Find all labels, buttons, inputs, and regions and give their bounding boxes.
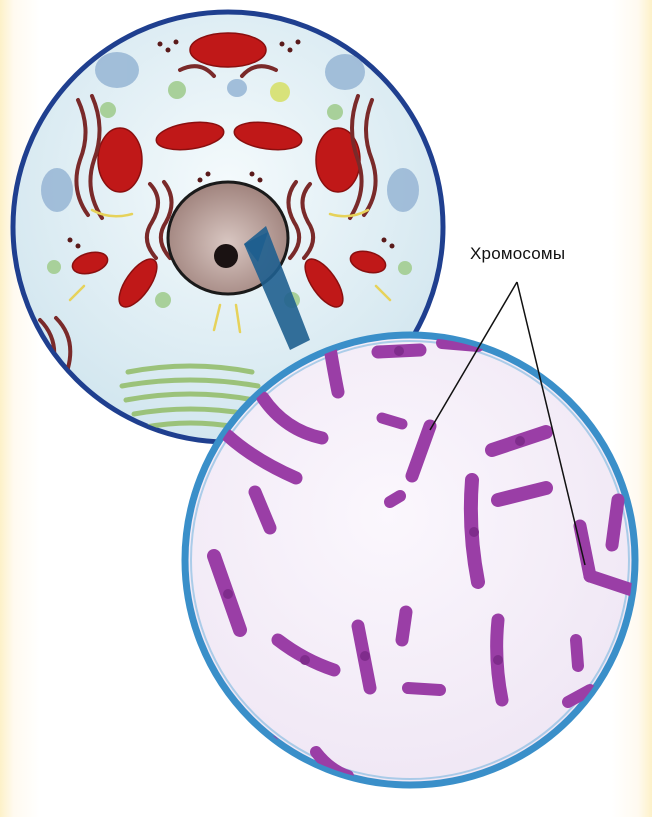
nucleolus <box>214 244 238 268</box>
magnified-view <box>185 335 635 785</box>
magnifier-lens <box>185 335 635 785</box>
chromosomes-label: Хромосомы <box>470 244 565 264</box>
